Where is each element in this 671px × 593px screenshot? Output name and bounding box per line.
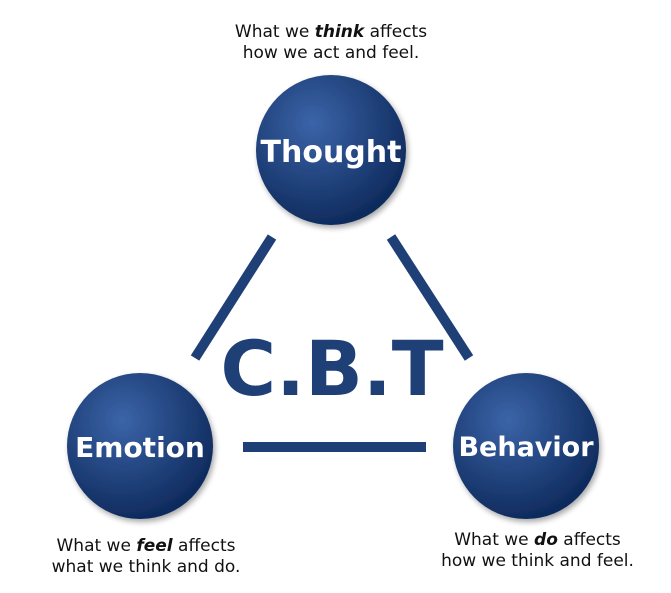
caption-behavior-emphasis: do — [534, 530, 558, 550]
caption-emotion-line1: What we feel affects — [16, 536, 276, 557]
caption-emotion-post: affects — [172, 536, 236, 556]
caption-behavior-pre: What we — [454, 530, 535, 550]
connector-thought-emotion — [190, 234, 277, 361]
caption-behavior-line2: how we think and feel. — [441, 551, 634, 571]
caption-thought-line2: how we act and feel. — [242, 43, 420, 63]
node-thought-circle — [256, 75, 406, 225]
caption-behavior-line1: What we do affects — [410, 530, 665, 551]
node-emotion-circle — [67, 373, 213, 519]
caption-thought-emphasis: think — [314, 22, 365, 42]
caption-behavior-post: affects — [557, 530, 621, 550]
node-behavior — [453, 373, 599, 519]
caption-thought-pre: What we — [234, 22, 315, 42]
caption-emotion-line2: what we think and do. — [51, 557, 241, 577]
caption-thought: What we think affects how we act and fee… — [196, 22, 466, 64]
node-behavior-circle — [453, 373, 599, 519]
caption-emotion-emphasis: feel — [136, 536, 173, 556]
caption-behavior: What we do affects how we think and feel… — [410, 530, 665, 572]
connector-thought-behavior — [386, 234, 474, 361]
node-thought-label: Thought — [261, 135, 402, 170]
node-emotion — [67, 373, 213, 519]
node-behavior-label: Behavior — [458, 432, 594, 463]
node-thought — [256, 75, 406, 225]
caption-thought-line1: What we think affects — [196, 22, 466, 43]
center-label: C.B.T — [220, 324, 443, 413]
caption-emotion: What we feel affects what we think and d… — [16, 536, 276, 578]
caption-emotion-pre: What we — [56, 536, 137, 556]
caption-thought-post: affects — [364, 22, 428, 42]
node-emotion-label: Emotion — [75, 431, 205, 464]
